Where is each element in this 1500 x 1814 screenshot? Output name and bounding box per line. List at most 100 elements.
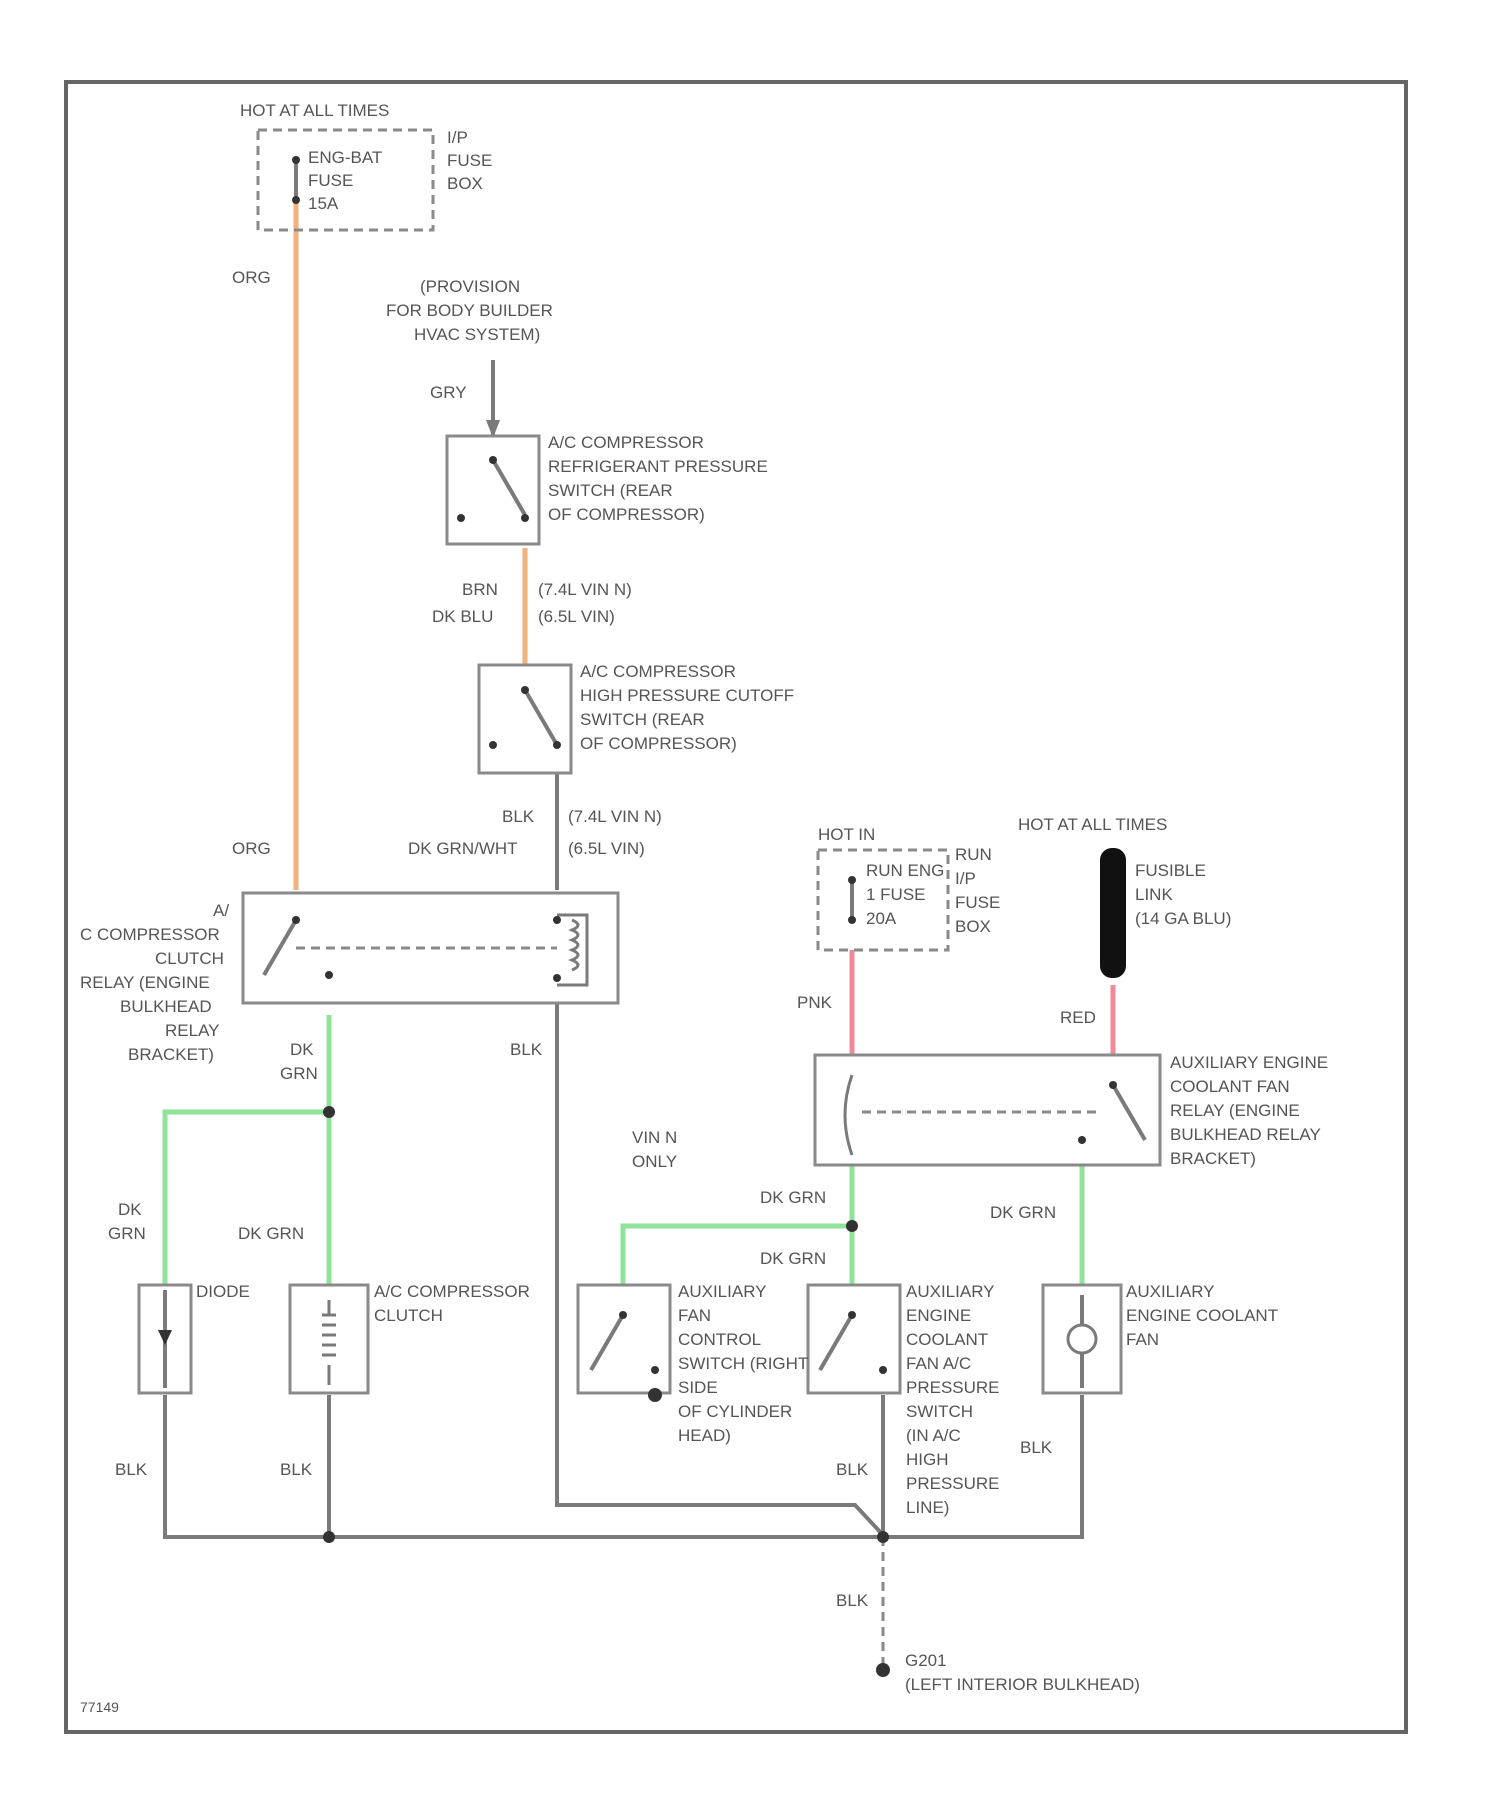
label: BRN <box>462 580 498 599</box>
label: ORG <box>232 839 271 858</box>
label: LINK <box>1135 885 1173 904</box>
label: FUSE <box>447 151 492 170</box>
label: AUXILIARY <box>906 1282 995 1301</box>
fuse-terminal <box>292 156 300 164</box>
switch-terminal <box>651 1366 659 1374</box>
relay-terminal <box>1109 1081 1117 1089</box>
label: I/P <box>447 128 468 147</box>
switch-terminal <box>521 514 529 522</box>
label: REFRIGERANT PRESSURE <box>548 457 768 476</box>
label: OF COMPRESSOR) <box>548 505 705 524</box>
label: ORG <box>232 268 271 287</box>
label: A/C COMPRESSOR <box>548 433 704 452</box>
label: SWITCH (RIGHT <box>678 1354 808 1373</box>
label: DIODE <box>196 1282 250 1301</box>
figure-number: 77149 <box>80 1699 119 1715</box>
label: HIGH <box>906 1450 949 1469</box>
label: HIGH PRESSURE CUTOFF <box>580 686 794 705</box>
label: G201 <box>905 1651 947 1670</box>
label: (6.5L VIN) <box>568 839 645 858</box>
fuse-terminal <box>848 876 856 884</box>
switch-terminal <box>619 1311 627 1319</box>
label: ENGINE <box>906 1306 971 1325</box>
label: DK GRN <box>238 1224 304 1243</box>
label: SWITCH <box>906 1402 973 1421</box>
switch-terminal <box>521 686 529 694</box>
label: BRACKET) <box>128 1045 214 1064</box>
label: AUXILIARY <box>678 1282 767 1301</box>
aux-coolant-fan-relay <box>815 1055 1160 1165</box>
label: BLK <box>280 1460 313 1479</box>
label: COOLANT <box>906 1330 988 1349</box>
label: (14 GA BLU) <box>1135 909 1231 928</box>
label: DK GRN <box>990 1203 1056 1222</box>
switch-terminal <box>489 741 497 749</box>
label: FUSE <box>308 171 353 190</box>
label: SWITCH (REAR <box>580 710 705 729</box>
switch-terminal <box>553 741 561 749</box>
label: FUSE <box>955 893 1000 912</box>
label: RELAY <box>165 1021 220 1040</box>
label: CLUTCH <box>374 1306 443 1325</box>
label: HVAC SYSTEM) <box>414 325 540 344</box>
label: FAN <box>678 1306 711 1325</box>
label: (7.4L VIN N) <box>538 580 632 599</box>
label: A/C COMPRESSOR <box>374 1282 530 1301</box>
label: AUXILIARY <box>1126 1282 1215 1301</box>
label: A/C COMPRESSOR <box>580 662 736 681</box>
switch-terminal <box>489 456 497 464</box>
label: OF CYLINDER <box>678 1402 792 1421</box>
label: FAN A/C <box>906 1354 971 1373</box>
label: SWITCH (REAR <box>548 481 673 500</box>
label: BLK <box>1020 1438 1053 1457</box>
relay-terminal <box>1078 1136 1086 1144</box>
ground-g201-icon <box>876 1663 890 1677</box>
label: FAN <box>1126 1330 1159 1349</box>
fusible-link <box>1100 848 1126 978</box>
relay-terminal <box>553 916 561 924</box>
label: BLK <box>502 807 535 826</box>
label: BLK <box>510 1040 543 1059</box>
label: FOR BODY BUILDER <box>386 301 553 320</box>
label: DK GRN/WHT <box>408 839 518 858</box>
label: DK GRN <box>760 1188 826 1207</box>
label: DK GRN <box>760 1249 826 1268</box>
label: ENGINE COOLANT <box>1126 1306 1278 1325</box>
label: C COMPRESSOR <box>80 925 220 944</box>
label: (IN A/C <box>906 1426 961 1445</box>
label: BLK <box>836 1591 869 1610</box>
splice <box>877 1531 889 1543</box>
label: 20A <box>866 909 897 928</box>
label: AUXILIARY ENGINE <box>1170 1053 1328 1072</box>
label: DK <box>290 1040 314 1059</box>
label: VIN N <box>632 1128 677 1147</box>
switch-terminal <box>879 1366 887 1374</box>
wire-dkgrn-diode <box>165 1112 329 1285</box>
label: OF COMPRESSOR) <box>580 734 737 753</box>
label: CLUTCH <box>155 949 224 968</box>
label: FUSIBLE <box>1135 861 1206 880</box>
relay-terminal <box>325 971 333 979</box>
label: GRY <box>430 383 467 402</box>
label: RELAY (ENGINE <box>80 973 210 992</box>
splice <box>846 1220 858 1232</box>
label: CONTROL <box>678 1330 761 1349</box>
label: (7.4L VIN N) <box>568 807 662 826</box>
label: SIDE <box>678 1378 718 1397</box>
label: (6.5L VIN) <box>538 607 615 626</box>
label: BLK <box>836 1460 869 1479</box>
label: BULKHEAD RELAY <box>1170 1125 1321 1144</box>
label: BOX <box>447 174 483 193</box>
label: ENG-BAT <box>308 148 382 167</box>
ground-terminal <box>648 1388 662 1402</box>
label: BRACKET) <box>1170 1149 1256 1168</box>
splice <box>323 1106 335 1118</box>
label: BULKHEAD <box>120 997 212 1016</box>
splice <box>323 1531 335 1543</box>
label: A/ <box>213 901 229 920</box>
label: (LEFT INTERIOR BULKHEAD) <box>905 1675 1140 1694</box>
label: HOT AT ALL TIMES <box>240 101 389 120</box>
aux-coolant-fan-pressure-switch <box>808 1285 900 1393</box>
label: PRESSURE <box>906 1474 1000 1493</box>
